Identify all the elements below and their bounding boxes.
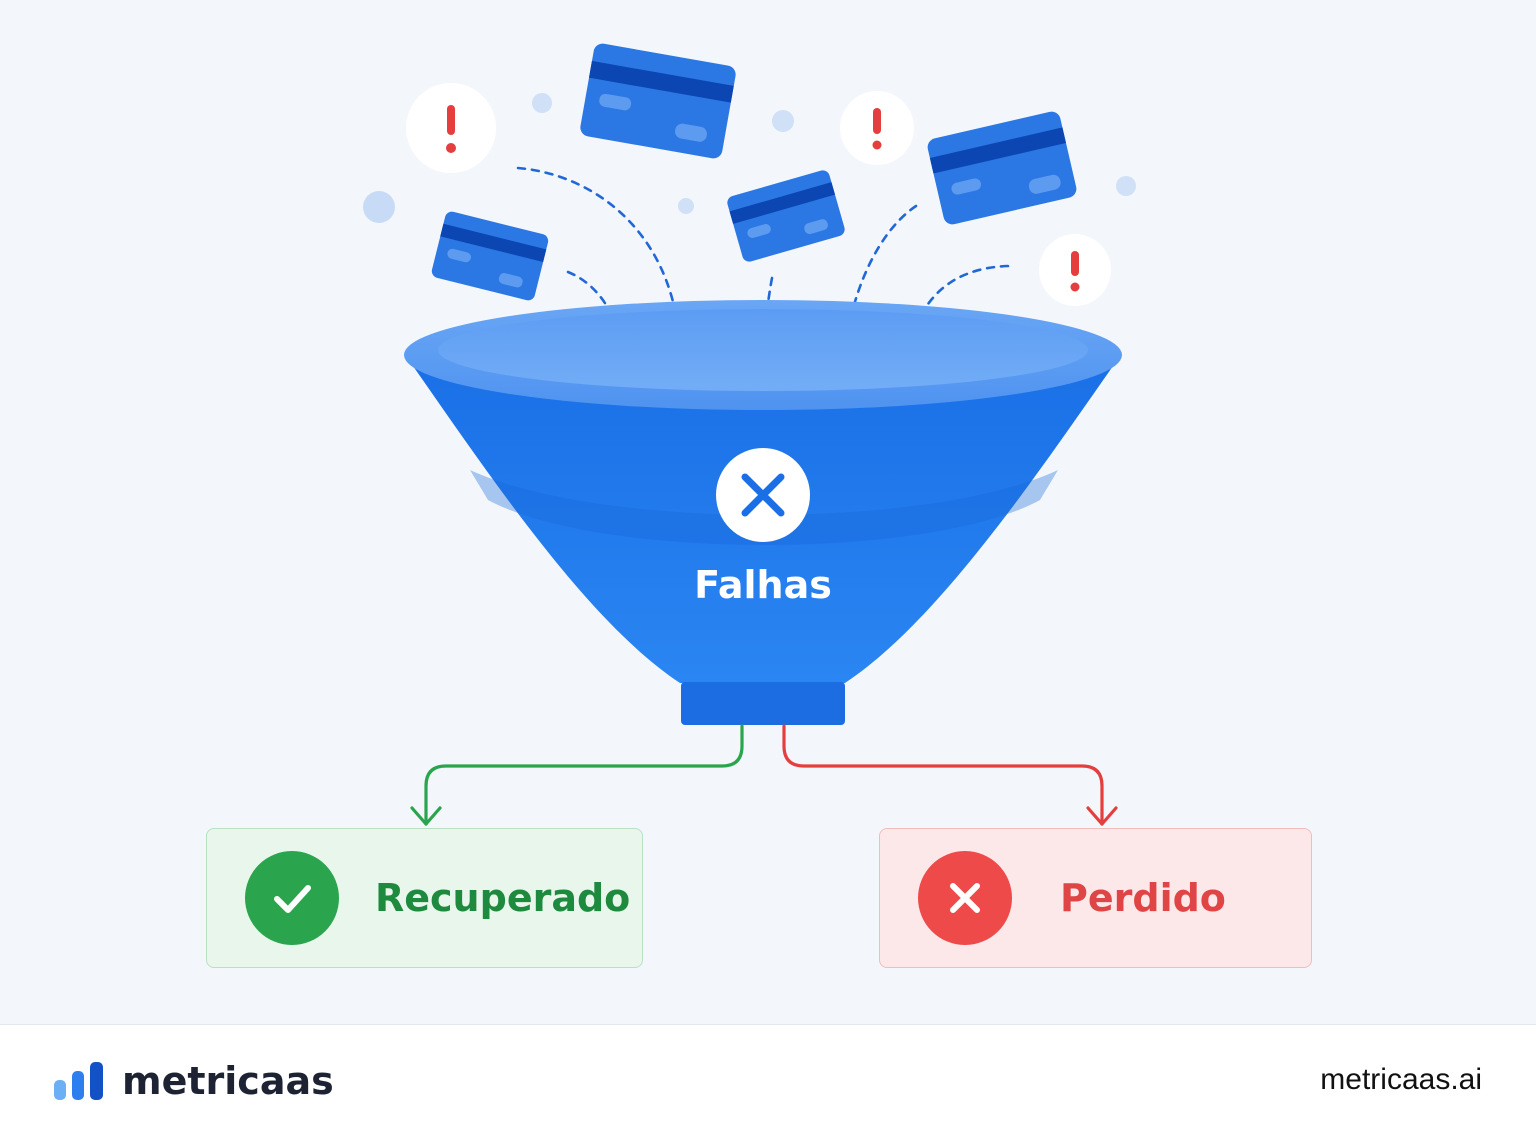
- exclamation-icon: [406, 83, 496, 173]
- site-url[interactable]: metricaas.ai: [1320, 1063, 1482, 1096]
- recovered-branch-arrow: [410, 724, 744, 826]
- check-icon: [245, 851, 339, 945]
- recovered-label: Recuperado: [375, 876, 631, 920]
- credit-card-icon: [927, 111, 1077, 225]
- failure-funnel-diagram: Falhas: [363, 43, 1136, 826]
- lost-branch-arrow: [782, 724, 1118, 826]
- footer-bar: metricaas metricaas.ai: [0, 1024, 1536, 1136]
- decorative-bubbles: [363, 93, 1136, 223]
- credit-card-icon: [580, 43, 736, 159]
- brand-logo: metricaas: [52, 1059, 334, 1103]
- credit-card-icon: [727, 170, 845, 262]
- lost-outcome-card: Perdido: [879, 828, 1312, 968]
- funnel-label: Falhas: [694, 563, 832, 607]
- brand-name: metricaas: [122, 1059, 334, 1103]
- recovered-outcome-card: Recuperado: [206, 828, 643, 968]
- credit-card-icon: [431, 211, 549, 301]
- bar-chart-icon: [54, 1062, 103, 1100]
- exclamation-icon: [840, 91, 914, 165]
- x-icon: [918, 851, 1012, 945]
- exclamation-icon: [1039, 234, 1111, 306]
- x-icon: [716, 448, 810, 542]
- lost-label: Perdido: [1060, 876, 1226, 920]
